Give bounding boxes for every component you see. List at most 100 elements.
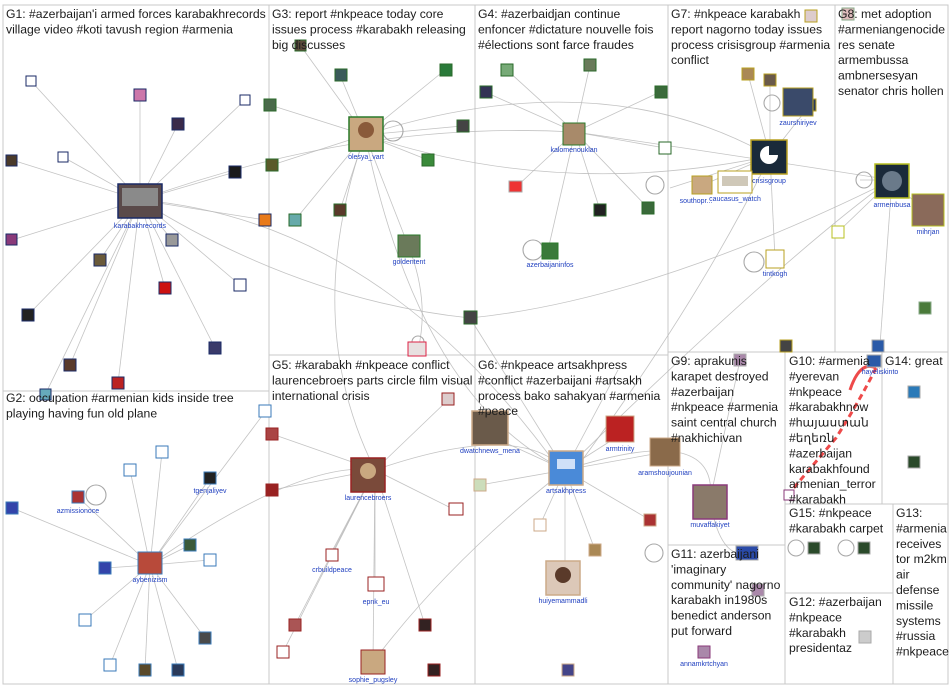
node-muvaffakiyet[interactable]: muvaffakiyet — [690, 484, 730, 529]
group-label-g13-line: air — [896, 568, 910, 582]
group-label-g10-line: #yerevan — [789, 369, 839, 383]
node-label: azmissionoce — [57, 508, 100, 515]
group-label-g13-line: #russia — [896, 629, 936, 643]
group-label-g8-line: G8: met adoption — [838, 7, 932, 21]
node-aramshoujounian[interactable]: aramshoujounian — [638, 437, 692, 477]
node-armembusa[interactable]: armembusa — [874, 163, 911, 209]
group-label-g11-line: karabakh in1980s — [671, 593, 767, 607]
node-azmissionoce[interactable]: azmissionoce — [57, 490, 100, 515]
group-label-g4-line: enfoncer #dictature nouvelle fois — [478, 22, 653, 36]
group-labels: G1: #azerbaijan'i armed forces karabakhr… — [6, 7, 949, 659]
node-label: tintkogh — [763, 271, 788, 278]
node-label: sophie_pugsley — [349, 677, 398, 684]
group-box-g12 — [784, 592, 894, 685]
group-label-g8-line: armembussa — [838, 53, 909, 67]
group-label-g11-line: benedict anderson — [671, 609, 771, 623]
group-label-g6-line: process bako sahakyan #armenia — [478, 389, 660, 403]
node-label: annamkrtchyan — [680, 661, 728, 668]
group-label-g10-line: #hայաստան — [789, 416, 869, 430]
node-label: artsakhpress — [546, 488, 587, 495]
node-label: zaurshiriyev — [779, 120, 817, 127]
node-mihrjan[interactable]: mihrjan — [911, 193, 945, 236]
group-label-g7-line: G7: #nkpeace karabakh — [671, 7, 800, 21]
group-label-g9-line: G9: aprakunis — [671, 354, 747, 368]
node-hayeliskinto[interactable]: hayeliskinto — [862, 354, 899, 376]
group-label-g12-line: G12: #azerbaijan — [789, 595, 882, 609]
node-olesya_vart[interactable]: olesya_vart — [348, 116, 384, 161]
group-label-g10-line: karabakhfound — [789, 462, 870, 476]
group-label-g7-line: process crisisgroup #armenia — [671, 38, 830, 52]
node-label: armembusa — [874, 202, 911, 209]
node-southopr[interactable]: southopr... — [680, 175, 713, 205]
node-label: olesya_vart — [348, 154, 384, 161]
node-azerbaijaninfos[interactable]: azerbaijaninfos — [526, 242, 574, 269]
group-label-g9-line: #nakhichivan — [671, 431, 742, 445]
node-crbuildpeace[interactable]: crbuildpeace — [312, 548, 352, 574]
group-label-g8-line: #armeniangenocide — [838, 22, 945, 36]
group-box-g3 — [268, 4, 476, 356]
node-label: dwatchnews_mena — [460, 448, 520, 455]
node-label: crisisgroup — [752, 178, 786, 185]
node-karabakhrecords[interactable]: karabakhrecords — [114, 183, 167, 230]
group-label-g15-line: #karabakh carpet — [789, 521, 884, 535]
group-label-g3-line: big discusses — [272, 38, 345, 52]
group-label-g9-line: #azerbaijan — [671, 385, 734, 399]
node-label: southopr... — [680, 198, 713, 205]
node-crisisgroup[interactable]: crisisgroup — [750, 139, 788, 185]
group-label-g7-line: conflict — [671, 53, 710, 67]
group-label-g5-line: international crisis — [272, 389, 370, 403]
node-armtrinity[interactable]: armtrinity — [605, 415, 635, 453]
node-label: caucasus_watch — [709, 196, 761, 203]
node-laurencebroers[interactable]: laurencebroers — [345, 457, 392, 502]
group-boxes — [2, 4, 949, 685]
node-label: armtrinity — [606, 446, 635, 453]
group-label-g5-line: laurencebroers parts circle film visual — [272, 373, 473, 387]
group-label-g2-line: G2: occupation #armenian kids inside tre… — [6, 391, 234, 405]
group-label-g6-line: #conflict #azerbaijani #artsakh — [478, 373, 642, 387]
group-label-g1-line: G1: #azerbaijan'i armed forces karabakhr… — [6, 7, 266, 21]
node-goldentent[interactable]: goldentent — [393, 234, 426, 266]
group-box-g4 — [474, 4, 669, 356]
group-label-g13-line: missile — [896, 598, 933, 612]
group-label-g10-line: #nkpeace — [789, 385, 842, 399]
node-tgenjaliyev[interactable]: tgenjaliyev — [193, 471, 227, 495]
group-label-g10-line: armenian_terror — [789, 477, 876, 491]
node-sophie_pugsley[interactable]: sophie_pugsley — [349, 649, 398, 684]
node-caucasus_watch[interactable]: caucasus_watch — [709, 170, 761, 203]
group-label-g13-line: systems — [896, 614, 941, 628]
node-zaurshiriyev[interactable]: zaurshiriyev — [779, 87, 817, 127]
group-label-g12-line: #nkpeace — [789, 610, 842, 624]
node-dwatchnews_mena[interactable]: dwatchnews_mena — [460, 410, 520, 455]
group-label-g9-line: karapet destroyed — [671, 369, 769, 383]
group-label-g3-line: issues process #karabakh releasing — [272, 22, 466, 36]
group-label-g5-line: G5: #karabakh #nkpeace conflict — [272, 358, 450, 372]
node-label: karabakhrecords — [114, 223, 167, 230]
group-label-g13-line: tor m2km — [896, 552, 947, 566]
node-aybenizism[interactable]: aybenizism — [132, 551, 168, 584]
group-label-g10-line: G10: #armenia — [789, 354, 870, 368]
group-label-g13-line: G13: — [896, 506, 922, 520]
labeled-nodes: karabakhrecords olesya_vart goldentent k… — [57, 87, 945, 684]
group-label-g1-line: village video #koti tavush region #armen… — [6, 22, 233, 36]
group-label-g15-line: G15: #nkpeace — [789, 506, 872, 520]
node-kalomenouklan[interactable]: kalomenouklan — [550, 122, 598, 154]
group-label-g11-line: put forward — [671, 624, 732, 638]
node-epnk_eu[interactable]: epnk_eu — [363, 576, 390, 606]
group-label-g12-line: presidentaz — [789, 641, 852, 655]
node-huiyemammadli[interactable]: huiyemammadli — [538, 560, 588, 605]
node-label: goldentent — [393, 259, 426, 266]
node-label: aybenizism — [132, 577, 167, 584]
node-label: huiyemammadli — [538, 598, 587, 605]
node-label: muvaffakiyet — [690, 522, 729, 529]
node-label: crbuildpeace — [312, 567, 352, 574]
node-artsakhpress[interactable]: artsakhpress — [546, 450, 587, 495]
group-label-g8-line: senator chris hollen — [838, 84, 944, 98]
group-label-g13-line: defense — [896, 583, 940, 597]
group-label-g13-line: #armenia — [896, 521, 947, 535]
node-annamkrtchyan[interactable]: annamkrtchyan — [680, 645, 728, 668]
group-label-g11-line: 'imaginary — [671, 562, 727, 576]
node-label: tgenjaliyev — [193, 488, 227, 495]
group-label-g6-line: G6: #nkpeace artsakhpress — [478, 358, 627, 372]
node-tintkogh[interactable]: tintkogh — [763, 249, 788, 278]
